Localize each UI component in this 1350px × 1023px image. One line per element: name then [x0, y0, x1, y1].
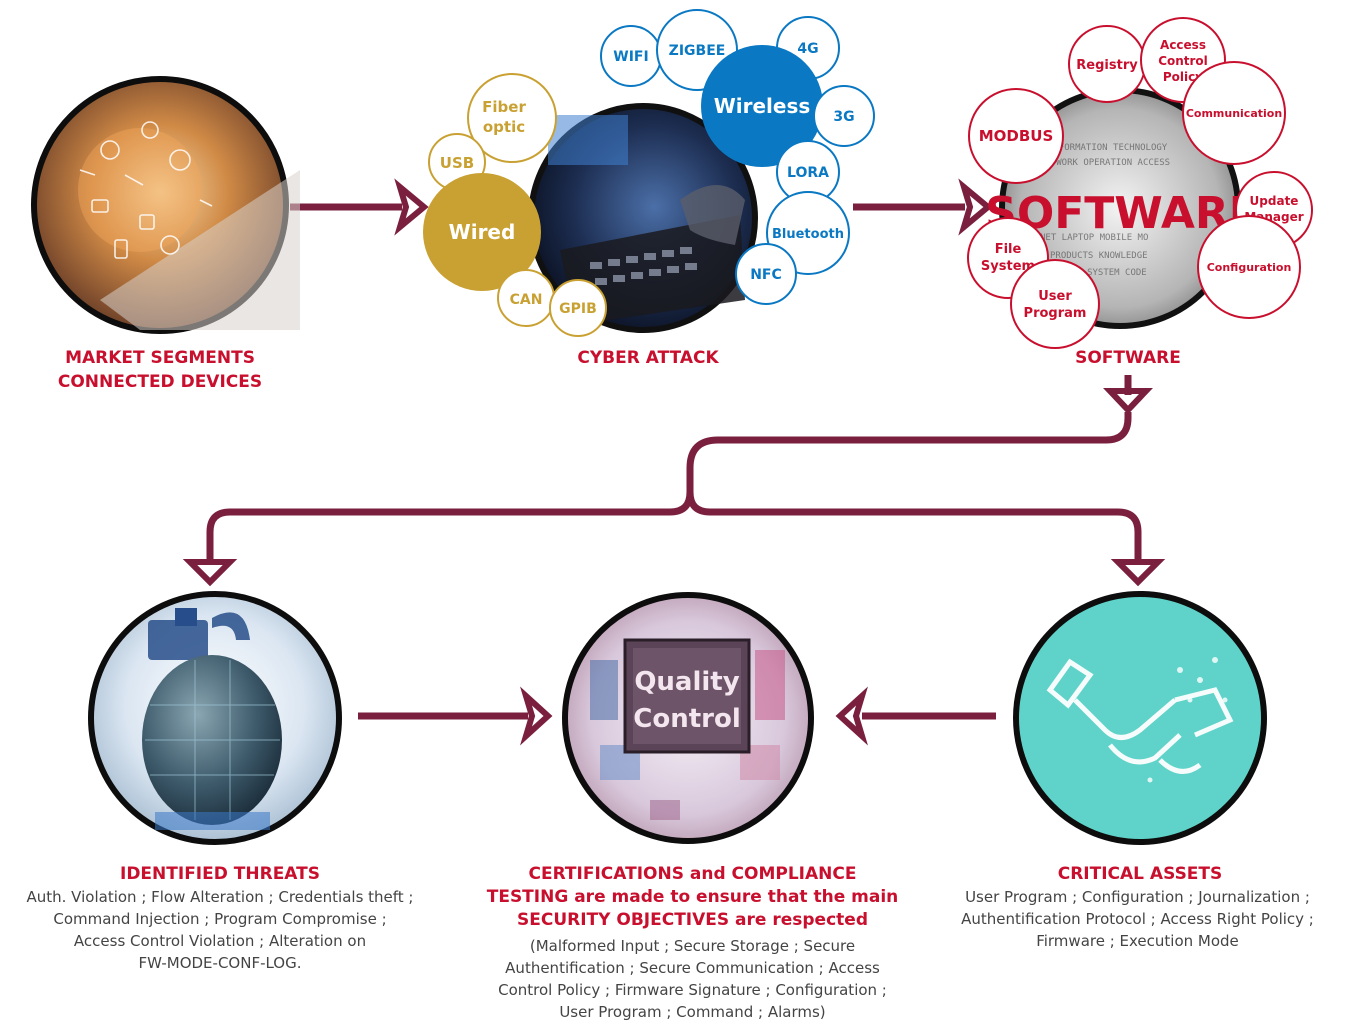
svg-text:NETWORK OPERATION ACCESS: NETWORK OPERATION ACCESS	[1040, 158, 1170, 168]
market-title-line-2: CONNECTED DEVICES	[58, 372, 262, 392]
assets-desc-line: Firmware ; Execution Mode	[1036, 932, 1239, 950]
user-program-label-1: User	[1038, 289, 1072, 304]
connector-cyber-to-software	[853, 178, 993, 236]
assets-title: CRITICAL ASSETS	[1057, 864, 1223, 884]
connector-branch	[182, 412, 1166, 587]
wireless-bubble	[701, 45, 823, 167]
assets-desc-line: User Program ; Configuration ; Journaliz…	[965, 888, 1310, 906]
bluetooth-label: Bluetooth	[772, 227, 844, 242]
quality-title-line: SECURITY OBJECTIVES are respected	[517, 910, 868, 930]
quality-line-1: Quality	[634, 667, 739, 697]
file-system-label-1: File	[995, 242, 1022, 257]
threats-title: IDENTIFIED THREATS	[120, 864, 320, 884]
nfc-label: NFC	[750, 267, 782, 283]
threats-image	[88, 591, 342, 845]
wifi-label: WIFI	[613, 49, 648, 65]
threats-desc-line: FW-MODE-CONF-LOG.	[138, 954, 302, 972]
configuration-label: Configuration	[1207, 261, 1292, 274]
quality-title-line: TESTING are made to ensure that the main	[486, 887, 899, 907]
cyber-attack-title: CYBER ATTACK	[577, 348, 719, 368]
svg-text:DATA SYSTEM CODE: DATA SYSTEM CODE	[1060, 268, 1147, 278]
gpib-label: GPIB	[559, 301, 597, 317]
svg-text:INFORMATION TECHNOLOGY: INFORMATION TECHNOLOGY	[1048, 143, 1168, 153]
quality-desc-line: (Malformed Input ; Secure Storage ; Secu…	[529, 937, 856, 955]
assets-desc-line: Authentification Protocol ; Access Right…	[961, 910, 1314, 928]
nfc-bubble	[735, 243, 797, 305]
user-program-label-2: Program	[1024, 306, 1087, 321]
quality-desc-line: Authentification ; Secure Communication …	[505, 959, 880, 977]
4g-label: 4G	[797, 41, 818, 57]
threats-desc-line: Command Injection ; Program Compromise ;	[53, 910, 387, 928]
threats-desc-line: Auth. Violation ; Flow Alteration ; Cred…	[26, 888, 414, 906]
connector-threats-to-quality	[358, 686, 553, 746]
wireless-bubble-group: WIFI ZIGBEE 4G Wireless 3G LORA Bluetoot…	[600, 9, 875, 305]
fiber-optic-label-2: optic	[483, 118, 525, 136]
software-title: SOFTWARE	[1075, 348, 1181, 368]
software-bubble-group: MODBUS Registry Access Control Policy Co…	[967, 17, 1313, 349]
wired-label: Wired	[449, 220, 516, 244]
gpib-bubble	[549, 279, 607, 337]
registry-label: Registry	[1076, 58, 1138, 73]
update-manager-label-1: Update	[1250, 194, 1299, 208]
communication-label: Communication	[1186, 107, 1282, 120]
quality-desc-line: Control Policy ; Firmware Signature ; Co…	[498, 981, 887, 999]
wired-bubble	[423, 173, 541, 291]
configuration-bubble	[1197, 215, 1301, 319]
user-program-bubble	[1010, 259, 1100, 349]
quality-control-image: Quality Control	[562, 592, 814, 844]
access-control-policy-label-3: Policy	[1163, 70, 1203, 84]
critical-assets-image	[1013, 591, 1267, 845]
connector-software-down	[1103, 375, 1153, 415]
access-control-policy-label-1: Access	[1160, 38, 1206, 52]
handshake-icon	[1046, 658, 1234, 774]
modbus-bubble	[968, 88, 1064, 184]
access-control-policy-label-2: Control	[1158, 54, 1208, 68]
wired-bubble-group: Fiber optic USB Wired CAN GPIB	[423, 73, 607, 337]
connector-assets-to-quality	[835, 686, 996, 746]
3g-bubble	[813, 85, 875, 147]
fiber-optic-bubble	[467, 73, 557, 163]
quality-line-2: Control	[633, 704, 740, 734]
file-system-label-2: System	[981, 259, 1035, 274]
3g-label: 3G	[833, 109, 854, 125]
communication-bubble	[1182, 61, 1286, 165]
market-title-line-1: MARKET SEGMENTS	[65, 348, 255, 368]
can-label: CAN	[510, 292, 543, 308]
market-segments-image	[31, 76, 300, 334]
threats-description: Auth. Violation ; Flow Alteration ; Cred…	[0, 886, 440, 974]
lora-label: LORA	[787, 165, 829, 181]
zigbee-label: ZIGBEE	[669, 43, 726, 59]
svg-text:NET LAPTOP MOBILE MO: NET LAPTOP MOBILE MO	[1040, 233, 1148, 243]
wireless-label: Wireless	[714, 94, 811, 118]
quality-title: CERTIFICATIONS and COMPLIANCE TESTING ar…	[450, 863, 935, 932]
cyber-attack-image	[528, 103, 758, 333]
quality-title-line: CERTIFICATIONS and COMPLIANCE	[528, 864, 857, 884]
fiber-optic-label-1: Fiber	[482, 98, 526, 116]
svg-text:PRODUCTS KNOWLEDGE: PRODUCTS KNOWLEDGE	[1050, 251, 1148, 261]
usb-label: USB	[440, 154, 474, 172]
quality-desc-line: User Program ; Command ; Alarms)	[559, 1003, 826, 1021]
quality-description: (Malformed Input ; Secure Storage ; Secu…	[455, 935, 930, 1023]
connector-market-to-cyber	[290, 178, 429, 236]
assets-description: User Program ; Configuration ; Journaliz…	[930, 886, 1345, 952]
modbus-label: MODBUS	[979, 127, 1054, 145]
threats-desc-line: Access Control Violation ; Alteration on	[73, 932, 367, 950]
